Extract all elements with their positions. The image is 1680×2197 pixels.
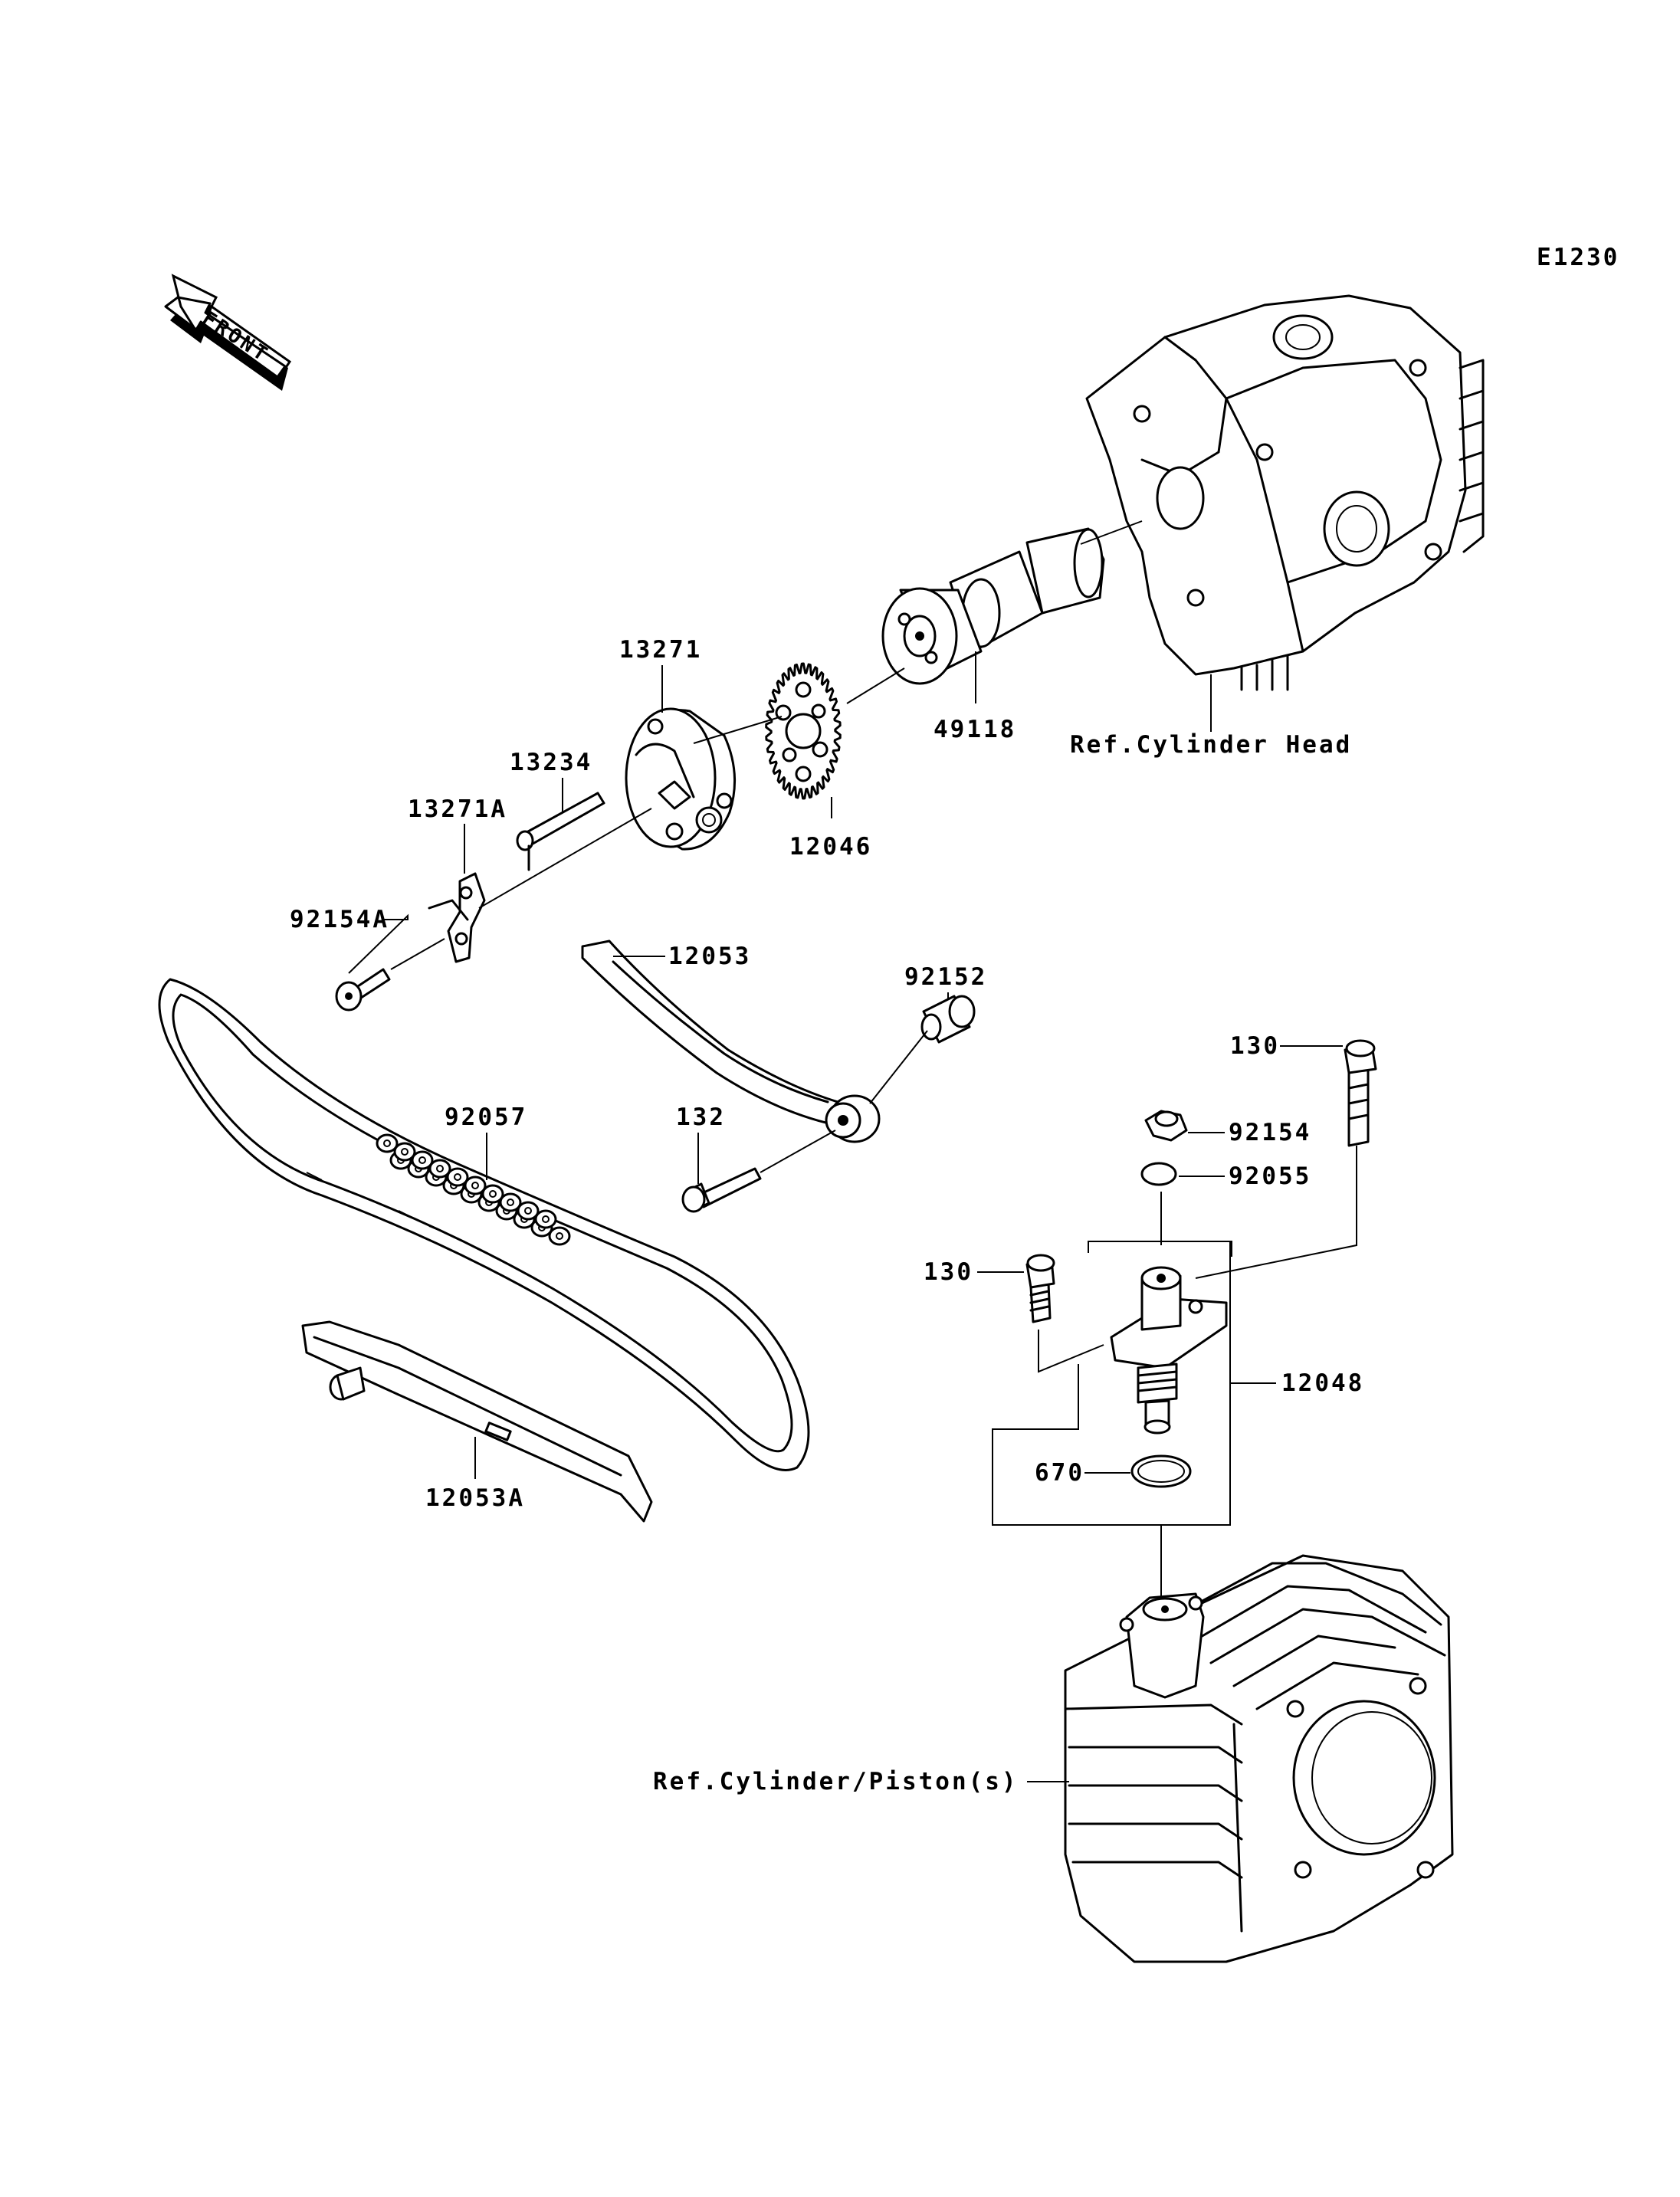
- part-label-130-mid: 130: [924, 1258, 973, 1286]
- leader-bolt-top-tensioner: [1195, 1146, 1357, 1279]
- part-label-92057: 92057: [445, 1103, 527, 1131]
- decompressor-rotor: [625, 707, 736, 851]
- part-label-13234: 13234: [510, 749, 592, 776]
- chain-tensioner-guide: [581, 939, 881, 1143]
- leader-rotor-sprocket: [693, 716, 783, 744]
- chain-link: [548, 1226, 571, 1246]
- cam-chain: [158, 978, 810, 1471]
- part-label-92152: 92152: [904, 963, 987, 991]
- chain-link-pin: [542, 1215, 550, 1223]
- front-arrow-icon: FRONT: [164, 274, 292, 391]
- chain-link: [464, 1176, 487, 1195]
- chain-link-pin: [454, 1173, 461, 1181]
- leader-92154A: [348, 913, 409, 974]
- assembly-bracket: [992, 1241, 1272, 1526]
- leader-camshaft-head: [1080, 520, 1143, 545]
- ref-cylinder-head-label: Ref.Cylinder Head: [1070, 731, 1352, 759]
- part-label-92055: 92055: [1229, 1162, 1311, 1190]
- part-label-12053A: 12053A: [425, 1484, 525, 1512]
- cylinder: [1064, 1554, 1454, 1963]
- part-label-132: 132: [676, 1103, 726, 1131]
- bolt-130-mid: [1025, 1254, 1055, 1323]
- pivot-bolt: [681, 1167, 762, 1213]
- chain-link-pin: [524, 1207, 532, 1215]
- socket-bolt: [335, 968, 391, 1012]
- chain-link: [517, 1201, 540, 1221]
- stopper-plate: [428, 872, 486, 963]
- chain-link: [446, 1167, 469, 1187]
- chain-link: [534, 1209, 557, 1229]
- o-ring-92055: [1140, 1162, 1177, 1186]
- chain-link-pin: [489, 1190, 497, 1198]
- leader-bolt-plate: [390, 938, 445, 970]
- chain-link-pin: [401, 1148, 409, 1156]
- collar: [920, 995, 976, 1044]
- cam-chain-tensioner: [1110, 1266, 1228, 1435]
- chain-link: [481, 1184, 504, 1204]
- chain-link: [499, 1192, 522, 1212]
- cam-sprocket: [765, 662, 842, 800]
- part-label-92154: 92154: [1229, 1119, 1311, 1146]
- part-label-13271A: 13271A: [408, 795, 507, 823]
- leader-plate-rotor: [478, 808, 652, 909]
- chain-link-pin: [383, 1139, 391, 1147]
- chain-link: [428, 1159, 451, 1179]
- chain-link-pin: [436, 1165, 444, 1172]
- bolt-130-top: [1344, 1039, 1377, 1147]
- gasket-670-inner: [1137, 1460, 1185, 1483]
- part-label-670: 670: [1035, 1459, 1084, 1487]
- part-label-130-top: 130: [1230, 1032, 1280, 1060]
- chain-link: [393, 1142, 416, 1162]
- cap-nut: [1144, 1110, 1188, 1142]
- camshaft: [881, 527, 1105, 685]
- leader-bolt-guide: [760, 1130, 836, 1173]
- chain-link-pin: [418, 1156, 426, 1164]
- diagram-code: E1230: [1537, 244, 1619, 271]
- part-label-13271: 13271: [619, 636, 702, 664]
- leader-sprocket-cam: [846, 667, 905, 704]
- part-label-49118: 49118: [934, 716, 1016, 743]
- part-label-92154A: 92154A: [290, 906, 389, 933]
- chain-link-pin: [556, 1232, 563, 1240]
- cylinder-head: [1085, 294, 1485, 691]
- pin: [516, 792, 605, 871]
- chain-link: [411, 1150, 434, 1170]
- part-label-12046: 12046: [789, 833, 872, 861]
- ref-cylinder-piston-label: Ref.Cylinder/Piston(s): [653, 1768, 1019, 1795]
- part-label-12048: 12048: [1281, 1369, 1364, 1397]
- leader-bolt-mid-tensioner: [1038, 1330, 1104, 1373]
- chain-link: [376, 1133, 399, 1153]
- chain-guide: [301, 1320, 653, 1523]
- chain-link-pin: [507, 1199, 514, 1206]
- part-label-12053: 12053: [668, 943, 751, 970]
- chain-link-pin: [471, 1182, 479, 1189]
- leader-collar-guide: [869, 1030, 928, 1104]
